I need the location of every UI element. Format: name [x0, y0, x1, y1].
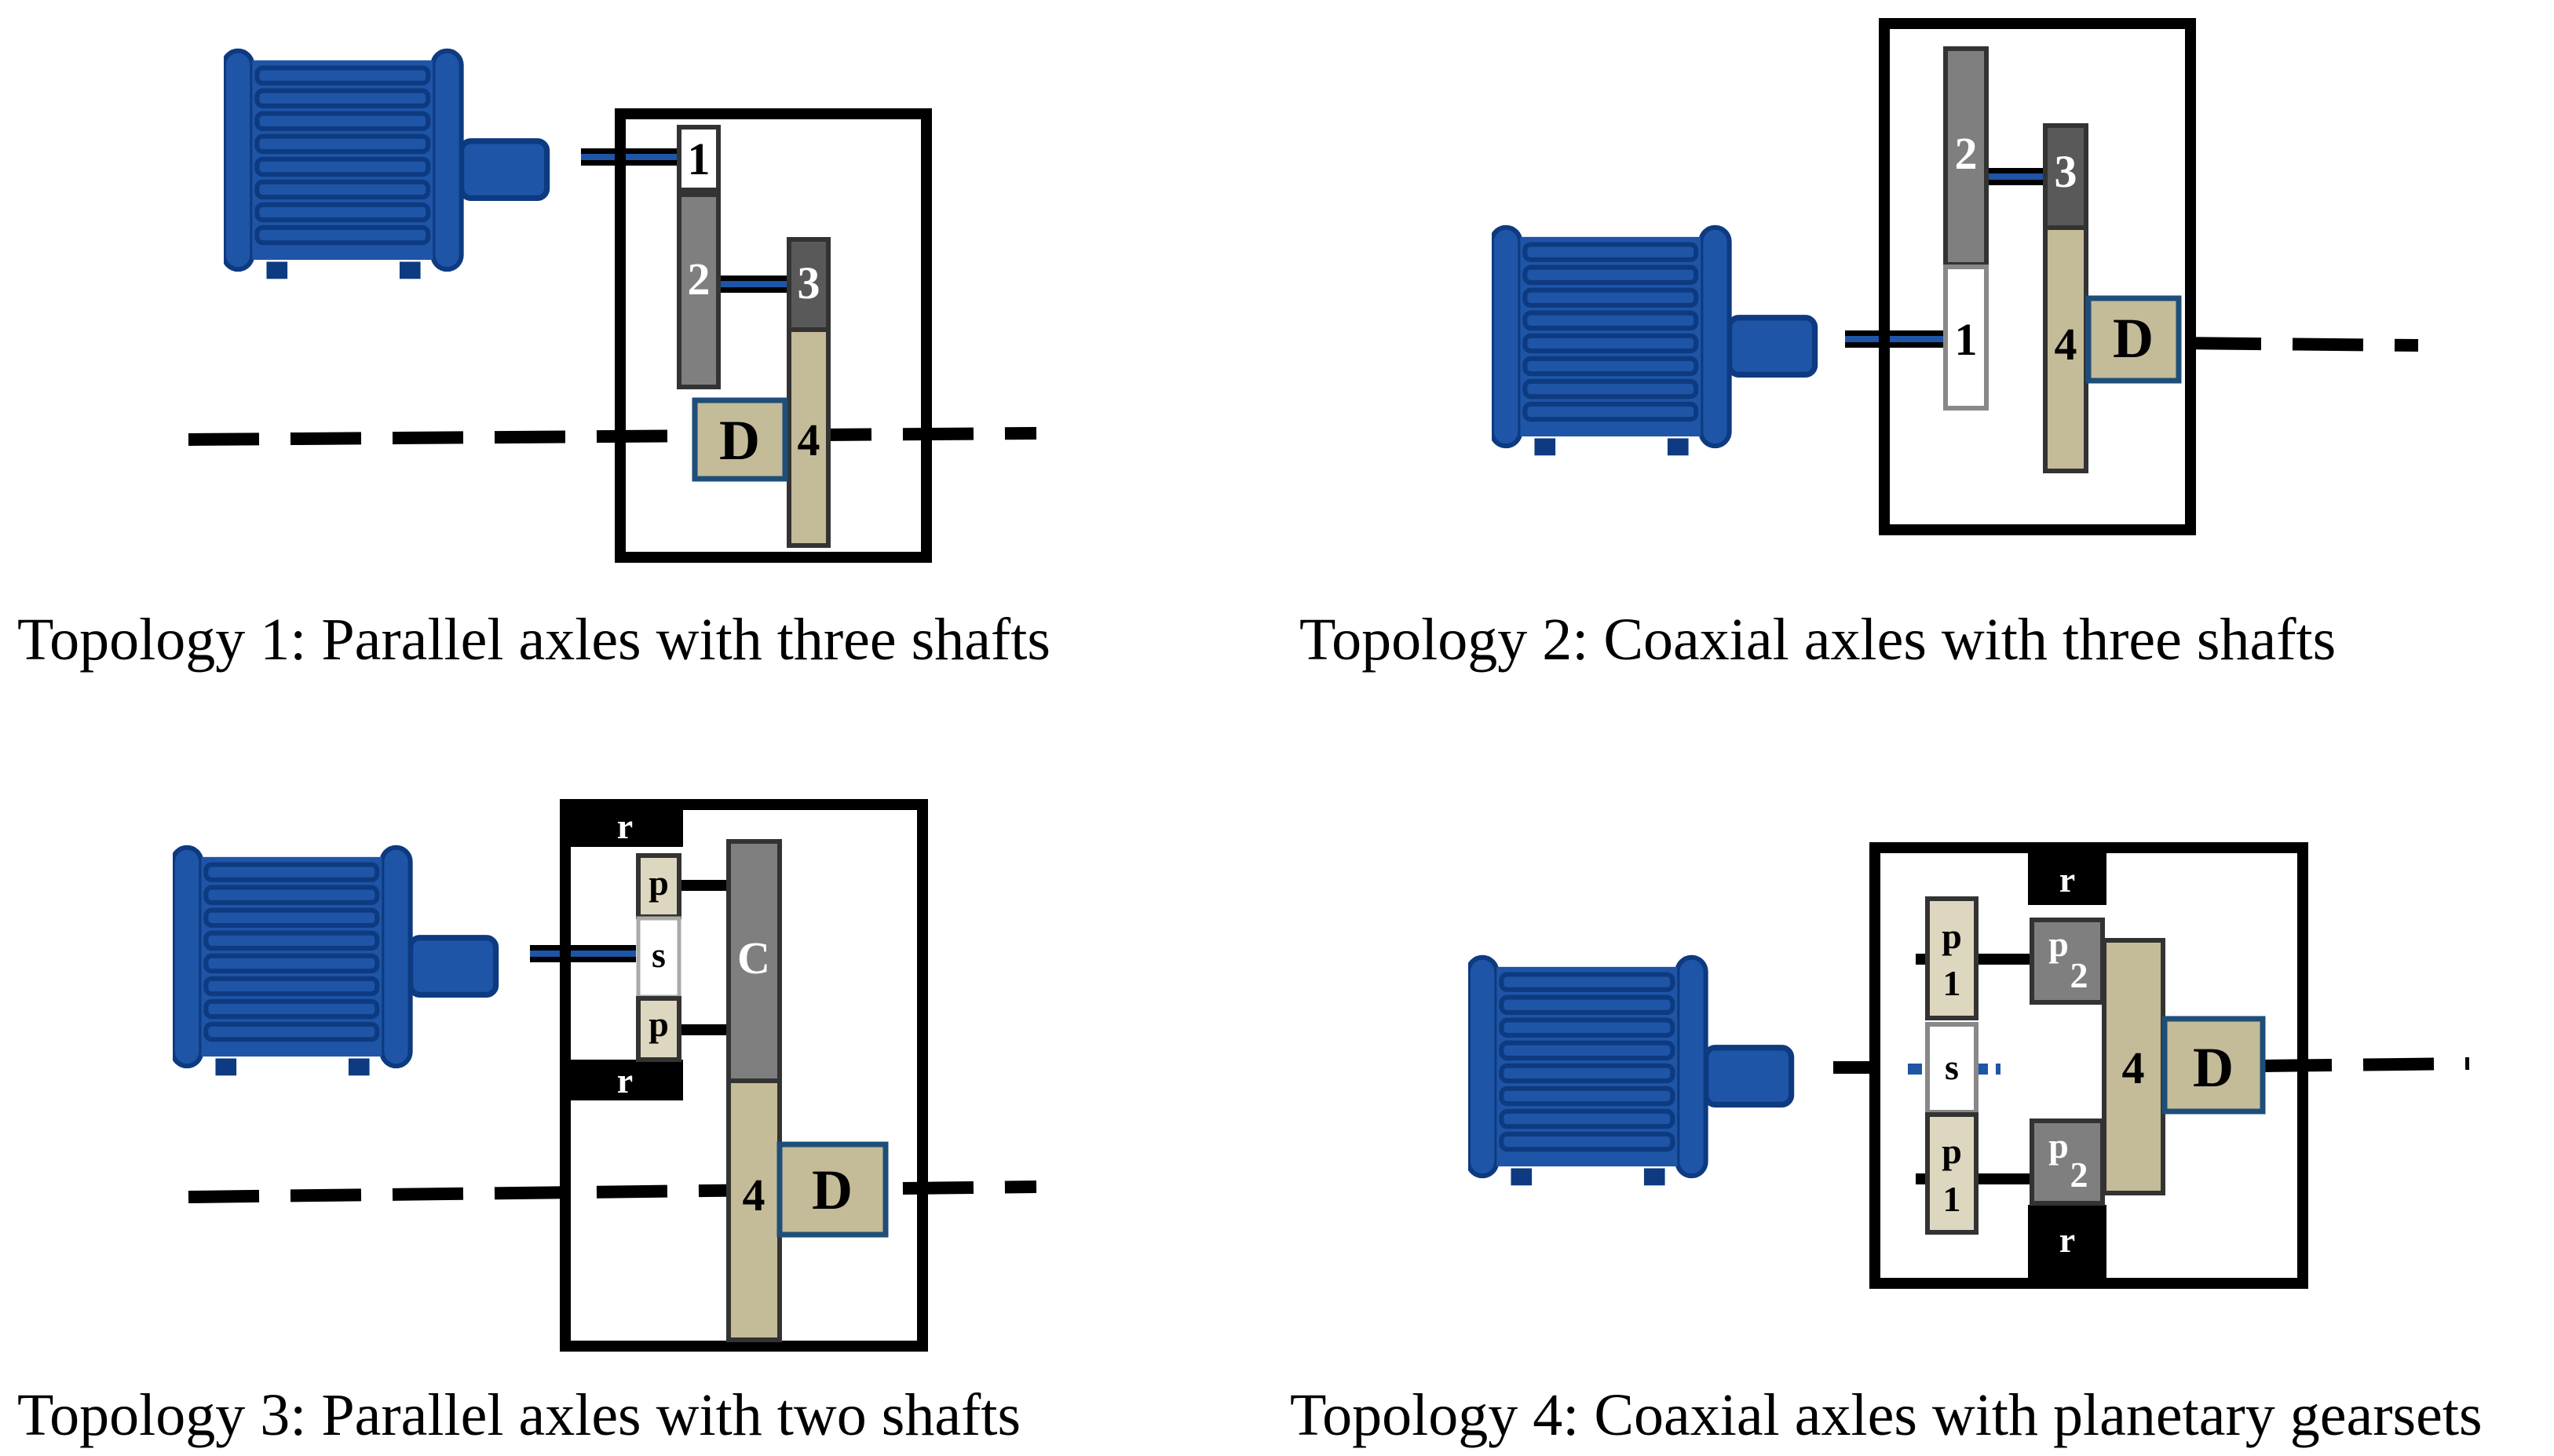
- topology-3: r r p s p C 4 D Topology 3: Parallel axl…: [17, 799, 1037, 1448]
- gear-4-label: 4: [2122, 1042, 2145, 1093]
- ring-bottom: [567, 1060, 683, 1100]
- differential: [692, 397, 788, 482]
- differential: [2085, 295, 2182, 384]
- planet-gear-bottom: [636, 996, 681, 1062]
- gearbox-housing: [1879, 18, 2196, 535]
- planet-p2-bottom-label-a: p: [2048, 1126, 2069, 1166]
- ring-bottom: [2028, 1205, 2106, 1281]
- gear-1: [1943, 265, 1989, 411]
- gear-1-label: 1: [1955, 314, 1978, 365]
- sun-gear: [636, 916, 681, 999]
- differential: [2161, 1016, 2266, 1115]
- differential-label: D: [2193, 1036, 2234, 1099]
- gear-3: [2043, 123, 2088, 230]
- differential-label: D: [812, 1159, 853, 1221]
- output-axle: [2260, 1057, 2470, 1072]
- ring-top-label: r: [2059, 859, 2075, 900]
- electric-motor-icon: [1492, 228, 1815, 456]
- sun-gear-label: s: [652, 935, 666, 975]
- ring-bottom-label: r: [2059, 1220, 2075, 1260]
- gear-3-label: 3: [798, 257, 820, 308]
- planet-gear-p2-top: [2030, 918, 2105, 1005]
- caption-topology-4: Topology 4: Coaxial axles with planetary…: [1290, 1382, 2483, 1448]
- ring-top-label: r: [617, 806, 633, 846]
- planet-p2-top-label-a: p: [2048, 924, 2069, 964]
- planet-p2-top-label-b: 2: [2070, 955, 2088, 995]
- planet-p2-bottom-label-b: 2: [2070, 1155, 2088, 1195]
- gear-3: [787, 237, 831, 332]
- gear-3-label: 3: [2055, 146, 2077, 197]
- gear-4: [2102, 938, 2165, 1195]
- gear-2: [677, 192, 721, 389]
- caption-topology-1: Topology 1: Parallel axles with three sh…: [17, 607, 1050, 673]
- planet-p1-top-label-b: 1: [1943, 963, 1961, 1003]
- caption-topology-2: Topology 2: Coaxial axles with three sha…: [1299, 607, 2336, 673]
- topology-4: r r p 1 s p 1 p 2 p 2 4 D Topology 4: Co…: [1290, 842, 2483, 1448]
- electric-motor-icon: [173, 848, 496, 1076]
- planet-carrier-label: C: [737, 932, 770, 983]
- planet-gear-top-label: p: [649, 863, 669, 903]
- planet-p1-bottom-label-b: 1: [1943, 1179, 1961, 1219]
- planet-gear-bottom-label: p: [649, 1004, 669, 1044]
- planet-gear-p1-bottom: [1925, 1112, 1979, 1235]
- gearbox-housing: [615, 108, 932, 563]
- output-axle: [188, 1180, 1037, 1203]
- planet-gear-top: [636, 853, 681, 919]
- gearbox-housing: [560, 799, 928, 1352]
- gear-4-label: 4: [2055, 319, 2077, 370]
- ring-bottom-label: r: [617, 1060, 633, 1100]
- output-axle: [188, 427, 1037, 446]
- electric-motor-icon: [1468, 958, 1792, 1186]
- gear-2-label: 2: [1955, 128, 1978, 179]
- gear-4-label: 4: [798, 414, 820, 465]
- planet-p1-bottom-label-a: p: [1942, 1131, 1962, 1171]
- gear-4: [787, 327, 831, 548]
- planet-p1-top-label-a: p: [1942, 916, 1962, 956]
- planet-gear-p1-top: [1925, 896, 1979, 1020]
- planet-carrier: [726, 839, 782, 1083]
- differential: [776, 1141, 889, 1238]
- gear-4-label: 4: [743, 1170, 765, 1221]
- gearbox-housing: [1869, 842, 2308, 1289]
- topology-2: 2 1 3 4 D Topology 2: Coaxial axles with…: [1299, 18, 2419, 673]
- topology-1: 1 2 3 4 D Topology 1: Parallel axles wit…: [17, 51, 1050, 673]
- gear-1: [677, 125, 721, 192]
- ring-top: [567, 806, 683, 847]
- gear-2-label: 2: [688, 254, 711, 305]
- differential-label: D: [2113, 307, 2154, 370]
- gear-1-label: 1: [688, 133, 711, 184]
- gear-2: [1943, 46, 1989, 267]
- electric-motor-icon: [224, 51, 547, 279]
- differential-label: D: [719, 409, 760, 472]
- ring-top: [2028, 850, 2106, 905]
- caption-topology-3: Topology 3: Parallel axles with two shaf…: [17, 1382, 1021, 1448]
- sun-gear-label: s: [1945, 1047, 1959, 1087]
